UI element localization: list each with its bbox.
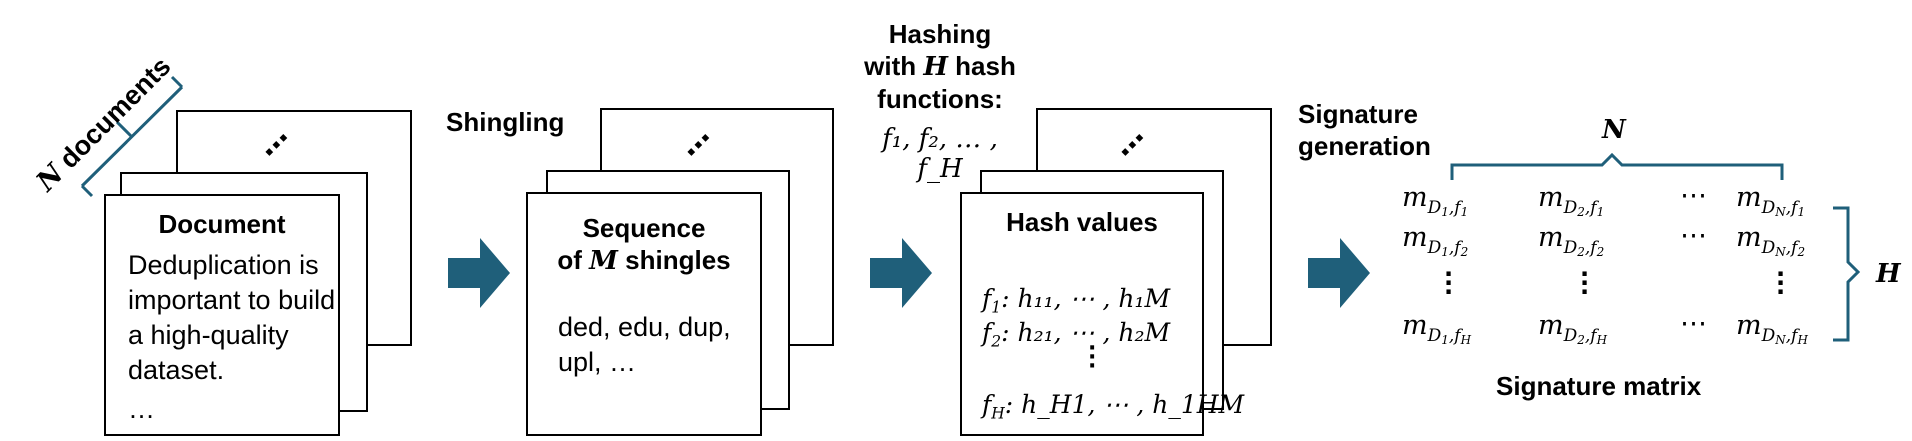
matrix-cell: mD2,f1 xyxy=(1538,182,1605,219)
matrix-cell: mD1,f1 xyxy=(1402,182,1469,219)
shingling-label: Shingling xyxy=(446,107,565,137)
matrix-cell: mD1,f2 xyxy=(1402,222,1469,259)
shingle-card-text: ded, edu, dup, upl, … xyxy=(558,312,731,377)
hash-rows-vdots: ··· xyxy=(1088,336,1097,379)
document-card-text: Deduplication is important to build a hi… xyxy=(128,250,336,385)
matrix-vdots: ··· xyxy=(1580,260,1590,306)
matrix-cell: mDN,f1 xyxy=(1736,182,1806,219)
hash-row-1: f1: h₁₁, ⋯ , h₁M xyxy=(982,284,1171,317)
hash-row-2: f2: h₂₁, ⋯ , h₂M xyxy=(982,318,1171,351)
signature-matrix-caption: Signature matrix xyxy=(1496,371,1702,401)
matrix-cell: mDN,fH xyxy=(1736,310,1808,347)
matrix-right-brace xyxy=(1833,206,1861,342)
matrix-cell: mD1,fH xyxy=(1402,310,1472,347)
hash-card-front: Hash values f1: h₁₁, ⋯ , h₁M f2: h₂₁, ⋯ … xyxy=(960,192,1244,436)
matrix-cell-ellipsis: ⋯ xyxy=(1680,180,1707,211)
documents-brace xyxy=(80,75,184,198)
matrix-cell: mDN,f2 xyxy=(1736,222,1806,259)
arrow-1 xyxy=(448,238,510,308)
arrow-2 xyxy=(870,238,932,308)
matrix-vdots: ··· xyxy=(1776,260,1786,306)
matrix-right-brace-label: H xyxy=(1876,259,1901,289)
hash-card-title: Hash values xyxy=(1006,207,1158,237)
hash-row-3: fH: h_H1, ⋯ , h_1HM xyxy=(982,390,1245,423)
hashing-label: Hashing with H hash functions: xyxy=(864,19,1016,114)
matrix-top-brace-label: N xyxy=(1602,115,1626,145)
document-card-ellipsis: … xyxy=(128,394,155,424)
signature-generation-label: Signature generation xyxy=(1298,99,1431,161)
matrix-cell: mD2,f2 xyxy=(1538,222,1605,259)
document-card-front: Document Deduplication is important to b… xyxy=(104,194,340,436)
arrow-3 xyxy=(1308,238,1370,308)
matrix-vdots: ··· xyxy=(1444,260,1454,306)
hash-function-list: f₁, f₂, … , f_H xyxy=(882,124,998,184)
matrix-cell-ellipsis: ⋯ xyxy=(1680,220,1707,251)
matrix-cell: mD2,fH xyxy=(1538,310,1608,347)
matrix-top-brace xyxy=(1450,152,1784,180)
matrix-cell-ellipsis: ⋯ xyxy=(1680,308,1707,339)
document-card-title: Document xyxy=(158,209,286,239)
shingle-card-title: Sequence of M shingles xyxy=(557,213,731,276)
shingle-card-front: Sequence of M shingles ded, edu, dup, up… xyxy=(526,192,762,436)
